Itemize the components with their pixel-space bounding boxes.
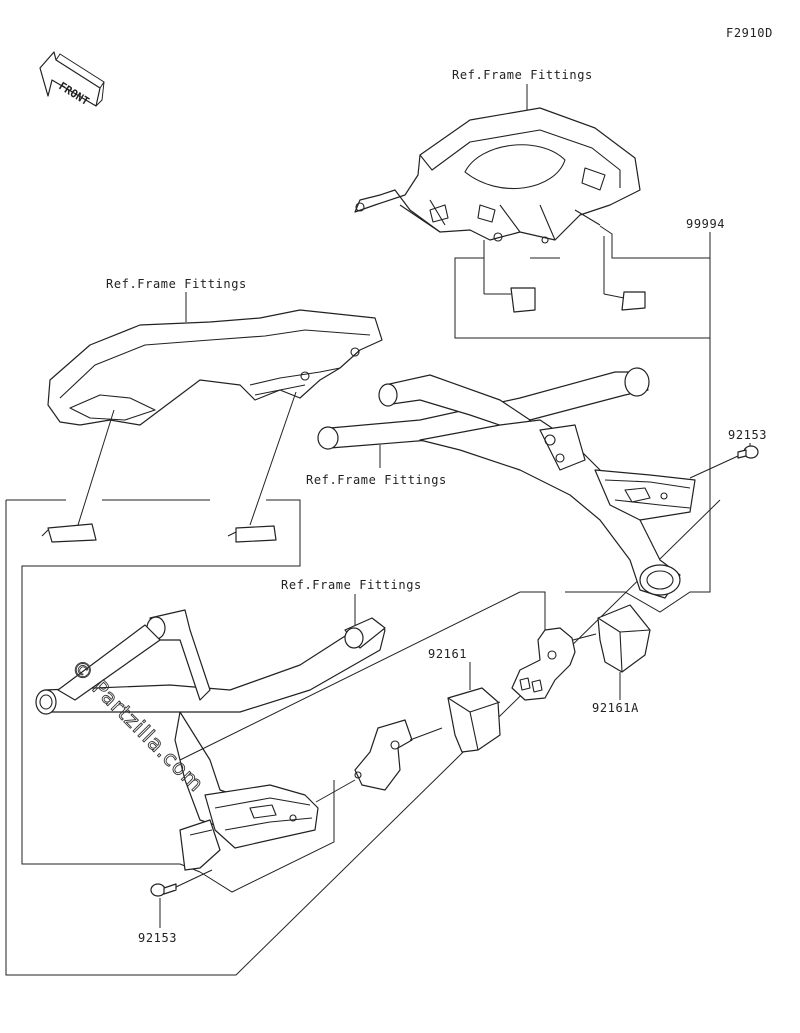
bracket-lower-left xyxy=(354,719,443,791)
ref-frame-fittings-lower-label: Ref.Frame Fittings xyxy=(281,578,422,592)
part-92153-right-label: 92153 xyxy=(728,428,767,442)
ref-frame-fittings-left-label: Ref.Frame Fittings xyxy=(106,277,247,291)
part-92161A-label: 92161A xyxy=(592,701,639,715)
pad-99994-left-b xyxy=(227,525,277,543)
pad-99994-top-left xyxy=(484,287,536,313)
slider-92161 xyxy=(447,687,501,753)
bolt-92153-right xyxy=(689,445,759,479)
part-92161-label: 92161 xyxy=(428,647,467,661)
ref-frame-fittings-top-label: Ref.Frame Fittings xyxy=(452,68,593,82)
part-92153-bottom-label: 92153 xyxy=(138,931,177,945)
diagram-code: F2910D xyxy=(726,26,773,40)
part-99994-label: 99994 xyxy=(686,217,725,231)
pad-99994-top-right xyxy=(603,291,646,311)
left-frame-fitting xyxy=(47,309,383,426)
right-guard-assembly xyxy=(317,367,696,599)
bracket-upper-right xyxy=(511,627,597,701)
slider-92161A xyxy=(597,604,651,673)
front-arrow-icon: FRONT xyxy=(39,51,105,108)
upper-frame-fitting xyxy=(354,107,641,244)
left-guard-assembly xyxy=(35,609,386,871)
pad-99994-left-a xyxy=(41,523,97,543)
bolt-92153-bottom xyxy=(150,869,213,897)
ref-frame-fittings-middle-label: Ref.Frame Fittings xyxy=(306,473,447,487)
